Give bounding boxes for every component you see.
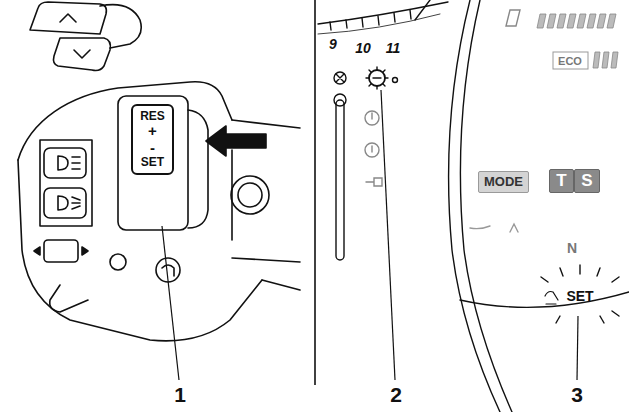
button-text: + [148,123,157,140]
eco-indicator: ECO [558,56,582,67]
button-text: MODE [484,175,523,189]
gear-indicator: N [567,241,577,255]
tach-ticks [330,10,411,30]
warning-light [334,72,346,84]
button-text: - [150,140,155,157]
blink-ray [612,277,619,282]
lcd-bezel [449,0,500,412]
lcd-lower-edge [460,292,629,307]
start-icon [162,265,174,276]
headlight-icon [58,156,80,170]
bar-segment [537,14,616,28]
blink-ray [541,277,548,282]
headlight-button [44,148,86,178]
knob [238,183,262,207]
callout-number: 3 [571,384,583,405]
mode-indicator: MODE [478,171,529,193]
down-button [54,38,111,71]
leader-line [162,226,179,380]
panel-divider [314,0,316,385]
blink-ray [579,265,580,274]
turn-switch [44,240,78,262]
blink-rays [541,265,619,323]
mode-s-indicator: S [574,169,600,193]
leader-line [577,316,578,380]
lcd-icon [470,224,518,232]
indicator-light [365,111,379,125]
needle-hub [334,94,346,106]
tach-arc [318,2,448,24]
logo-edge [415,0,430,20]
tach-scale [318,14,440,34]
cruise-symbol [545,292,558,305]
push-arrow [206,126,266,156]
leader-lines [162,90,578,380]
indicator-light [365,143,379,157]
turn-arrows [34,247,88,255]
tach-needle [336,100,344,260]
key-light [366,178,382,186]
leader-line [381,90,395,380]
blink-ray [600,316,604,323]
indicator-light [371,113,372,119]
button-housing [100,5,141,48]
button-bezel [40,140,92,226]
instrument-cluster [318,0,629,412]
bar-segment [593,52,618,68]
blink-ray [597,268,600,276]
cruise-indicator [366,67,388,89]
indicator-dot [393,78,398,83]
horn-button [50,285,88,312]
handlebar-switch [18,2,300,341]
cruise-switch: RES+-SET [131,104,174,175]
switch-housing [18,160,262,341]
indicator-light [371,146,372,152]
blink-ray [560,268,563,276]
lcd-icon [506,10,520,26]
cruise-panel-side [188,110,208,228]
button-text: SET [141,156,164,169]
down-chevron [74,50,90,58]
up-chevron [60,14,76,22]
pass-button [44,188,86,218]
blink-ray [612,311,619,316]
up-button [30,2,106,34]
blink-ray [556,316,560,323]
tach-number: 11 [386,41,401,55]
button-text: S [581,172,592,191]
callout-number: 1 [174,384,186,405]
button-text: RES [140,110,165,123]
lcd-bezel [460,0,512,412]
callout-number: 2 [390,384,402,405]
set-indicator: SET [566,289,593,303]
eco-frame [553,52,588,69]
pass-icon [58,196,80,210]
bar-graph [537,14,618,68]
hazard-button [110,254,126,270]
tach-number: 9 [329,37,337,51]
mode-t-indicator: T [549,169,574,193]
warning-light [336,74,344,82]
knob [231,176,269,214]
housing-seam [231,150,233,240]
tach-number: 10 [355,41,371,55]
cruise-panel [118,96,188,230]
button-text: T [556,172,566,191]
